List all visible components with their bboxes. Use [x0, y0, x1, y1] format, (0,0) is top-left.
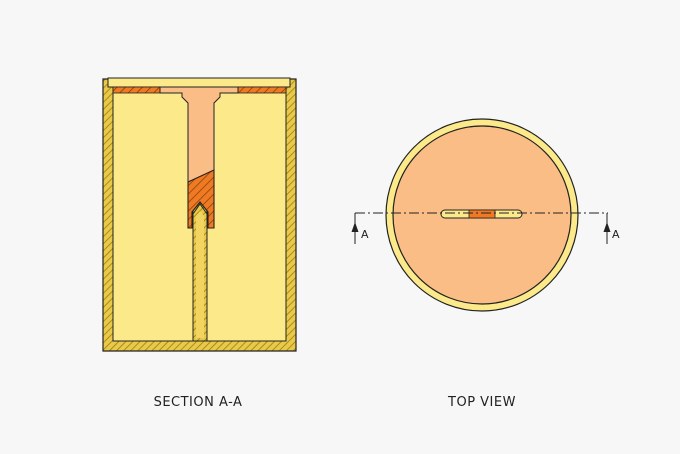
- lid-plate: [107, 77, 291, 88]
- right-cavity: [206, 86, 287, 342]
- cut-arrow-right: [603, 222, 611, 232]
- cut-label-right: A: [612, 228, 620, 241]
- top-view-caption: TOP VIEW: [448, 395, 516, 410]
- left-cavity: [112, 86, 194, 342]
- top-view: [351, 118, 611, 312]
- section-a-a-view: [102, 77, 297, 352]
- lid-strip-right: [237, 86, 287, 94]
- section-caption: SECTION A-A: [153, 395, 243, 410]
- cut-arrow-left: [351, 222, 359, 232]
- lid-strip-left: [112, 86, 161, 94]
- plug-insert: [187, 169, 215, 229]
- center-slot-core: [468, 209, 496, 219]
- cut-label-left: A: [361, 228, 369, 241]
